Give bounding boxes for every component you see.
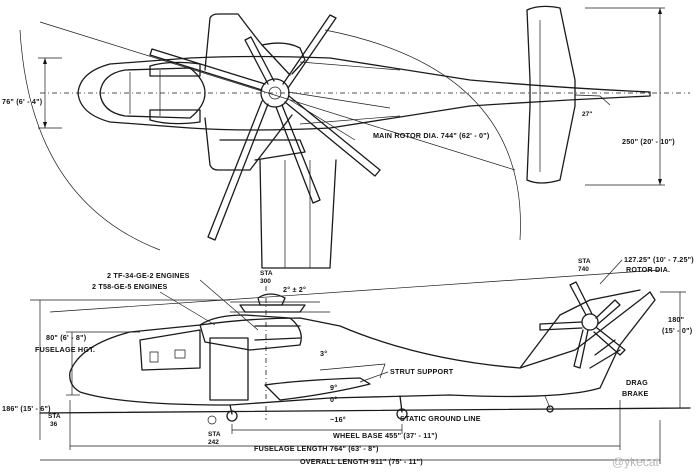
height-186-dimension (30, 299, 230, 440)
engines-t58-label: 2 T58-GE-5 ENGINES (92, 282, 168, 291)
height-180-label-1: 180" (668, 315, 684, 324)
tail-rotor-dia-label-1: 127.25" (10' - 7.25") (624, 255, 694, 264)
static-ground-line (39, 407, 691, 414)
angle-9-label: 9° (330, 383, 337, 392)
sta-740-label-a: STA (578, 258, 591, 265)
main-rotor-hub-side (239, 304, 306, 313)
main-rotor-dia-label: MAIN ROTOR DIA. 744" (62' - 0") (373, 131, 490, 140)
width-dimension (38, 57, 62, 129)
fuselage-length-label: FUSELAGE LENGTH 764" (63' - 8") (254, 444, 379, 453)
height-180-dimension (660, 291, 686, 409)
landing-gear (226, 395, 554, 422)
rotor-disk-arc (19, 29, 161, 251)
fuselage-height-dimension (66, 331, 140, 396)
wing-upper (204, 13, 291, 76)
angle-0-label: 0° (330, 395, 337, 404)
fuselage-top (77, 55, 651, 131)
drag-brake-label-1: DRAG (626, 378, 648, 387)
sta-740-label-b: 740 (578, 266, 589, 273)
fus-hgt-label-1: 80" (6' - 8") (46, 333, 87, 342)
height-180-label-2: (15' - 0") (662, 326, 693, 335)
tail-rotor-dia-label-2: ROTOR DIA. (626, 265, 670, 274)
cg-symbol (207, 415, 217, 425)
strut-support-label: STRUT SUPPORT (390, 367, 454, 376)
static-ground-line-label: STATIC GROUND LINE (400, 414, 481, 423)
side-view: 3° 9° 0° ~16° 2° ± 2° STA 300 STA 740 12… (2, 255, 694, 469)
horizontal-stabilizer (526, 5, 576, 184)
tail-rotor-side (539, 281, 626, 369)
rotor-tilt-label: 2° ± 2° (283, 285, 306, 294)
drag-brake-label-2: BRAKE (622, 389, 649, 398)
fuselage-side (69, 291, 656, 406)
wheel-base-label: WHEEL BASE 455" (37' - 11") (333, 431, 438, 440)
small-27-label: 27" (582, 111, 592, 118)
angle-16-label: ~16° (330, 415, 346, 424)
wing-lower (204, 114, 293, 171)
rotor-disk-arc-right (324, 29, 521, 241)
main-rotor-blades-top (149, 14, 391, 241)
main-rotor-dia-leader (39, 21, 516, 171)
watermark: @ykecat (612, 455, 660, 469)
width-76-label: 76" (6' - 4") (2, 97, 43, 106)
sta-300-label-a: STA (260, 270, 273, 277)
angle-3-label: 3° (320, 349, 327, 358)
span-dimension (585, 7, 665, 186)
fus-hgt-label-2: FUSELAGE HGT. (35, 345, 95, 354)
length-dimensions (40, 400, 661, 464)
sta-36-label-a: STA (48, 413, 61, 420)
sta-242-label-a: STA (208, 431, 221, 438)
overall-length-label: OVERALL LENGTH 911" (75' - 11") (300, 457, 423, 466)
engines-tf34-label: 2 TF-34-GE-2 ENGINES (107, 271, 190, 280)
engine-pod (199, 314, 302, 351)
rotor-hub-top (260, 78, 290, 108)
sta-36-label-b: 36 (50, 421, 58, 428)
height-186-label: 186" (15' - 6") (2, 404, 51, 413)
sta-300-label-b: 300 (260, 278, 271, 285)
cockpit-top (99, 67, 206, 119)
span-250-label: 250" (20' - 10") (622, 137, 675, 146)
top-view: MAIN ROTOR DIA. 744" (62' - 0") 76" (6' … (2, 5, 690, 269)
sta-242-label-b: 242 (208, 439, 219, 446)
